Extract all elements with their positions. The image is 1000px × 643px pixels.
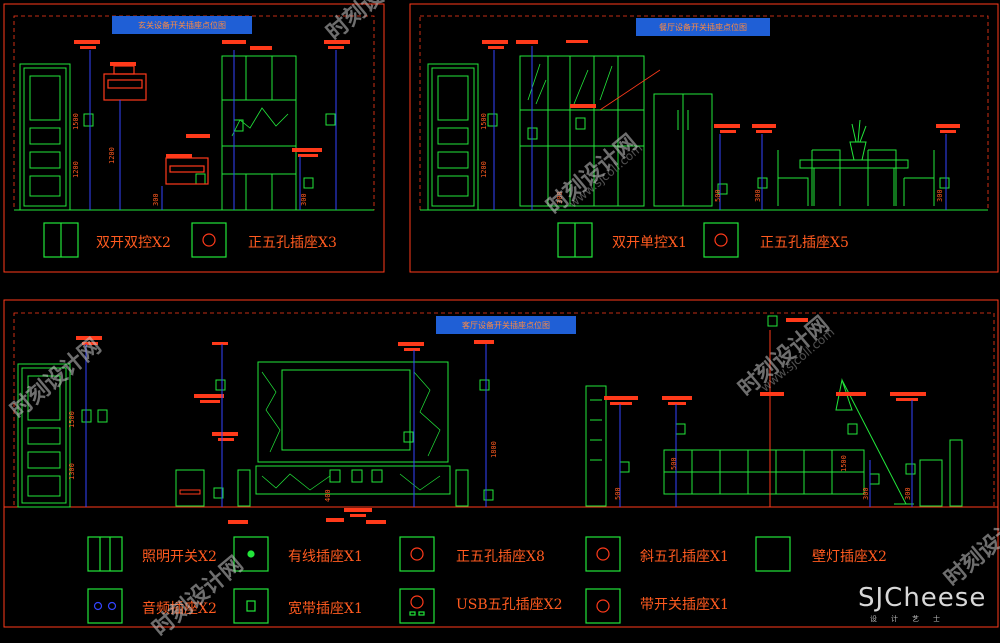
dim-label: 1500 [68,411,76,428]
legend-label: 斜五孔插座X1 [640,549,729,565]
legend-label: 正五孔插座X3 [248,235,337,251]
five-hole-socket-icon [399,536,435,572]
legend-label: USB五孔插座X2 [456,597,563,613]
entrance-panel [3,3,385,273]
switched-socket-icon [585,588,621,624]
speaker-stand [175,469,469,507]
dim-label: 300 [152,193,160,206]
dim-label: 1200 [72,161,80,178]
purifier [919,439,963,507]
legend-label: 宽带插座X1 [288,601,363,617]
dim-label: 400 [324,489,332,502]
cad-drawing [3,3,999,628]
brand-subtitle: 设计艺士 [870,615,954,623]
legend-label: 带开关插座X1 [640,597,729,613]
dim-label: 1500 [840,455,848,472]
dim-label: 300 [936,189,944,202]
light-switch-icon [87,536,123,572]
legend-label: 壁灯插座X2 [812,549,887,565]
dim-label: 1200 [108,147,116,164]
air-conditioner [585,385,607,507]
dim-label: 1500 [480,113,488,130]
dim-label: 1300 [68,463,76,480]
living-panel-title: 客厅设备开关插座点位图 [436,316,576,334]
double-switch-icon [557,222,593,258]
dim-label: 300 [754,189,762,202]
five-hole-socket-icon [703,222,739,258]
usb-five-hole-socket-icon [399,588,435,624]
legend-label: 正五孔插座X8 [456,549,545,565]
double-switch-icon [43,222,79,258]
legend-label: 正五孔插座X5 [760,235,849,251]
legend-label: 双开双控X2 [96,235,171,251]
living-panel [3,299,999,628]
wine-cabinet [519,55,645,207]
dim-label: 1800 [490,441,498,458]
door [17,363,71,508]
dim-label: 300 [904,487,912,500]
wall-lamp-socket-icon [755,536,791,572]
legend-label: 双开单控X1 [612,235,687,251]
dim-label: 1200 [480,161,488,178]
dim-label: 300 [300,193,308,206]
dim-label: 500 [614,487,622,500]
dining-panel-title: 餐厅设备开关插座点位图 [636,18,770,36]
tv-cabinet [255,465,451,495]
dim-label: 1500 [72,113,80,130]
legend-label: 照明开关X2 [142,549,217,565]
dim-label: 500 [714,189,722,202]
cable-socket-icon [233,536,269,572]
dim-label: 500 [670,457,678,470]
door [19,63,71,211]
broadband-socket-icon [233,588,269,624]
refrigerator [653,93,713,207]
entrance-panel-title: 玄关设备开关插座点位图 [112,16,252,34]
sofa [663,449,865,495]
five-hole-socket-icon [191,222,227,258]
tall-cabinet [221,55,297,211]
legend-label: 有线插座X1 [288,549,363,565]
dining-set [777,119,935,206]
tv-wall [257,361,449,463]
door [427,63,479,211]
legend-label: 音频插座X2 [142,601,217,617]
dim-label: 300 [862,487,870,500]
brand-logo: SJCheese [858,583,987,613]
slant-five-hole-socket-icon [585,536,621,572]
audio-socket-icon [87,588,123,624]
